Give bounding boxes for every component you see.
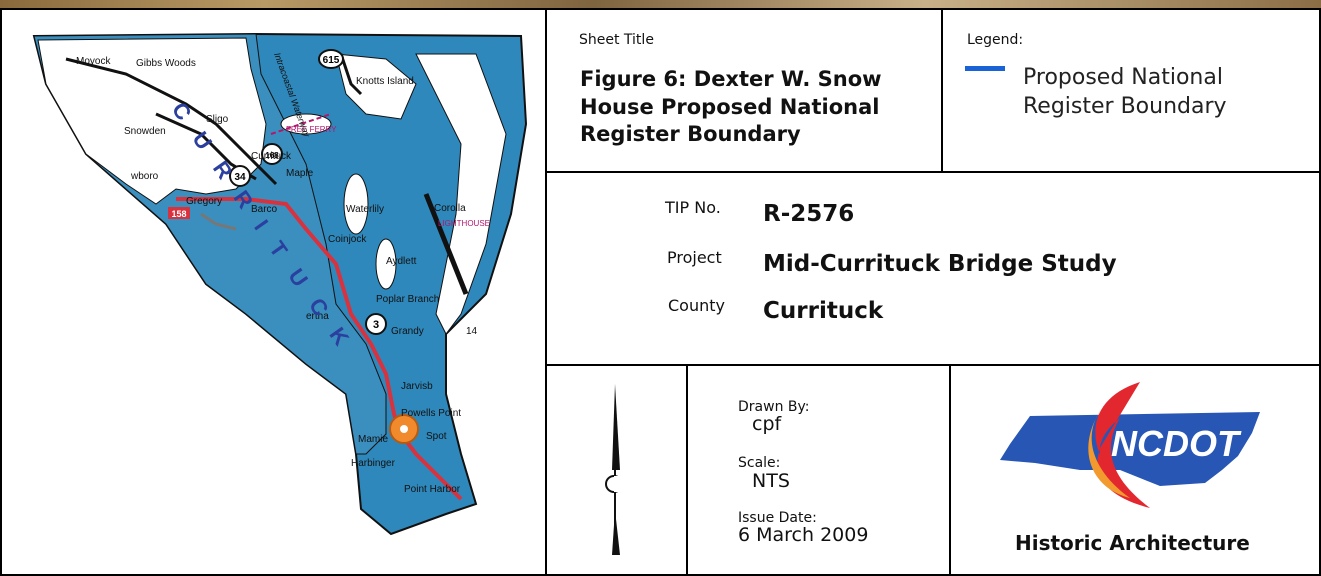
road-gray xyxy=(200,212,237,231)
label-spot: Spot xyxy=(426,431,447,442)
label-moyock: Moyock xyxy=(76,56,111,67)
issue-date-label: Issue Date: xyxy=(738,510,817,526)
sheet-title: Figure 6: Dexter W. Snow House Proposed … xyxy=(580,67,882,147)
label-aydlett: Aydlett xyxy=(386,256,417,267)
knotts-island-land xyxy=(335,53,417,120)
label-free-ferry: FREE FERRY xyxy=(286,125,337,134)
label-poplar-branch: Poplar Branch xyxy=(376,294,439,305)
label-jarvisburg: Jarvisb xyxy=(401,381,433,392)
ncdot-logo: NCDOT xyxy=(1000,382,1260,508)
legend-line-swatch xyxy=(965,66,1005,71)
divider-map xyxy=(545,8,547,576)
label-corolla: Corolla xyxy=(434,203,466,214)
label-grandy: Grandy xyxy=(391,326,424,337)
label-sligo: Sligo xyxy=(206,114,229,125)
logo-swoosh-2 xyxy=(1088,408,1130,498)
route-168-label: 168 xyxy=(265,151,279,160)
tip-value: R-2576 xyxy=(763,201,855,227)
label-coinjock: Coinjock xyxy=(328,234,367,245)
currituck-county-map: 615 34 168 3 158 Moyock Gibbs Woods Knot… xyxy=(6,14,540,570)
legend-item: Proposed National Register Boundary xyxy=(1023,65,1227,119)
label-waterlily: Waterlily xyxy=(346,204,384,215)
road-black-4 xyxy=(423,193,469,295)
sheet-title-label: Sheet Title xyxy=(579,32,654,48)
road-black-3 xyxy=(339,53,363,96)
label-gibbs-woods: Gibbs Woods xyxy=(136,58,196,69)
island-3 xyxy=(375,238,397,290)
label-harbinger: Harbinger xyxy=(351,458,396,469)
divider-row1 xyxy=(545,171,1321,173)
label-14: 14 xyxy=(466,326,478,337)
outer-banks xyxy=(415,53,507,335)
project-label: Project xyxy=(667,248,722,267)
north-arrow-gap xyxy=(614,476,624,492)
logo-caption: Historic Architecture xyxy=(1015,531,1250,555)
route-34-label: 34 xyxy=(234,172,246,183)
sheet-frame xyxy=(0,8,1321,576)
divider-logo xyxy=(949,364,951,576)
route-34-shield xyxy=(229,165,251,187)
tip-label: TIP No. xyxy=(665,198,721,217)
road-black-1 xyxy=(65,57,278,186)
north-arrow xyxy=(605,384,624,555)
label-barco: Barco xyxy=(251,204,278,215)
photo-strip xyxy=(0,0,1321,8)
scale-value: NTS xyxy=(752,470,790,492)
route-3-shield xyxy=(365,313,387,335)
label-powells-point: Powells Point xyxy=(401,408,461,419)
divider-north xyxy=(686,364,688,576)
label-snowden: Snowden xyxy=(124,126,166,137)
issue-date-value: 6 March 2009 xyxy=(738,524,869,546)
county-label: County xyxy=(668,296,725,315)
label-lighthouse: LIGHTHOUSE xyxy=(438,219,490,228)
legend-label: Legend: xyxy=(967,32,1024,48)
route-158-label: 158 xyxy=(171,209,186,219)
red-road xyxy=(176,197,463,501)
nc-state-shape xyxy=(1000,412,1260,486)
scale-label: Scale: xyxy=(738,455,781,471)
map-graphic: 615 34 168 3 158 Moyock Gibbs Woods Knot… xyxy=(32,32,528,536)
label-currituck: Currituck xyxy=(251,151,292,162)
ferry-line xyxy=(270,113,332,135)
logo-swoosh xyxy=(1095,382,1150,508)
mainland-land xyxy=(37,37,267,205)
label-point-harbor: Point Harbor xyxy=(404,484,461,495)
ncdot-logo-text: NCDOT xyxy=(1111,423,1242,464)
route-615-shield xyxy=(318,49,344,69)
drawn-by-value: cpf xyxy=(752,413,782,435)
label-shawboro: wboro xyxy=(130,171,159,182)
island-2 xyxy=(343,173,369,235)
route-168-shield xyxy=(261,143,283,165)
route-158-shield xyxy=(168,207,190,219)
label-mamie: Mamie xyxy=(358,434,388,445)
label-gregory: Gregory xyxy=(186,196,222,207)
label-knotts-island: Knotts Island xyxy=(356,76,414,87)
county-value: Currituck xyxy=(763,298,884,324)
project-value: Mid-Currituck Bridge Study xyxy=(763,251,1117,277)
north-arrow-tail xyxy=(612,510,620,555)
marker-center xyxy=(400,425,408,433)
drawn-by-label: Drawn By: xyxy=(738,399,810,415)
divider-row2 xyxy=(545,364,1321,366)
label-bertha: ertha xyxy=(306,311,329,322)
divider-legend xyxy=(941,8,943,172)
route-615-label: 615 xyxy=(323,55,340,66)
route-3-label: 3 xyxy=(373,319,379,331)
label-maple: Maple xyxy=(286,168,314,179)
